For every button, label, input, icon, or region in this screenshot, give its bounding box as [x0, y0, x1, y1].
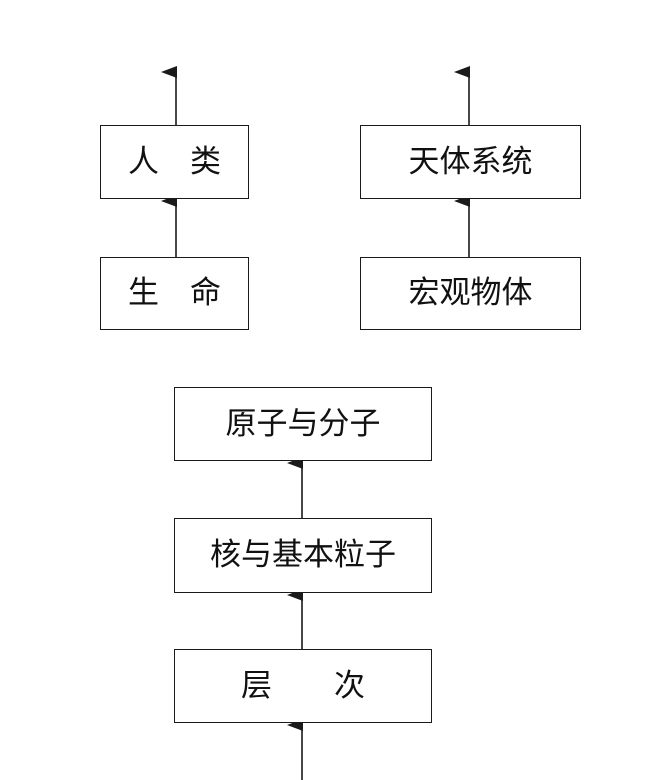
node-nuclei-particles-label: 核与基本粒子: [210, 537, 396, 573]
node-celestial-systems: 天体系统: [360, 125, 581, 199]
node-celestial-systems-label: 天体系统: [408, 143, 533, 180]
node-level: 层 次: [174, 649, 432, 723]
node-atoms-molecules-label: 原子与分子: [225, 405, 381, 442]
node-human: 人 类: [100, 125, 249, 199]
node-life: 生 命: [100, 257, 249, 330]
node-level-label: 层 次: [241, 667, 365, 704]
node-macroscopic-objects: 宏观物体: [360, 257, 581, 330]
node-nuclei-particles: 核与基本粒子: [174, 518, 432, 593]
node-human-label: 人 类: [128, 143, 221, 180]
node-macroscopic-objects-label: 宏观物体: [408, 275, 533, 311]
node-atoms-molecules: 原子与分子: [174, 387, 432, 461]
node-life-label: 生 命: [128, 275, 221, 311]
